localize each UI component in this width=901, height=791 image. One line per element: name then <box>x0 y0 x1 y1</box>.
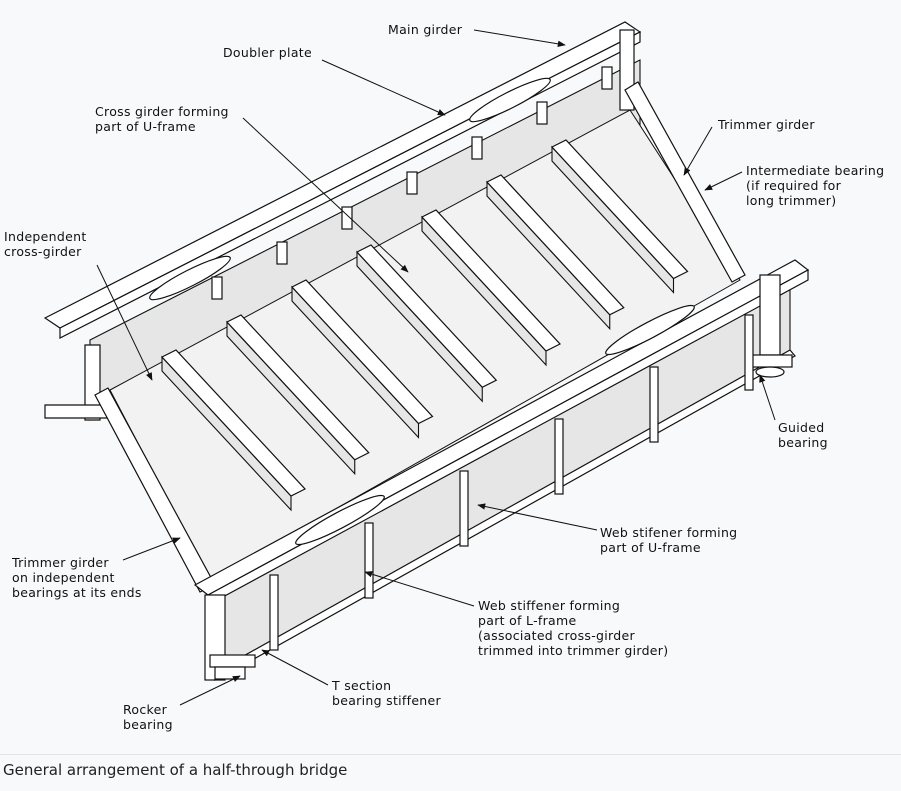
stiffener-bracket <box>406 171 418 195</box>
cross-girder <box>486 174 625 316</box>
cross-girders <box>161 66 689 512</box>
label-line: long trimmer) <box>746 193 837 208</box>
label-line: Web stiffener forming <box>478 598 621 613</box>
label-line: Web stifener forming <box>600 525 738 540</box>
cross-girder <box>161 349 306 497</box>
stiffener-bracket <box>471 136 483 160</box>
leader-lines <box>96 29 776 706</box>
label-line: bearing <box>123 717 173 732</box>
label-line: (if required for <box>746 178 842 193</box>
label-trimmer-girder: Trimmer girder <box>718 117 815 132</box>
stiffener-bracket <box>276 241 288 265</box>
cross-girder <box>291 279 434 425</box>
label-line: bearings at its ends <box>12 585 142 600</box>
label-line: cross-girder <box>4 244 82 259</box>
label-line: part of L-frame <box>478 613 577 628</box>
label-line: (associated cross-girder <box>478 628 635 643</box>
web-stiffener <box>649 366 659 443</box>
label-line: Independent <box>4 229 87 244</box>
caption-divider <box>0 754 901 755</box>
label-line: on independent <box>12 570 115 585</box>
cross-girder <box>356 244 498 388</box>
label-line: part of U-frame <box>600 540 701 555</box>
label-line: T section <box>332 678 392 693</box>
stiffener-bracket <box>341 206 353 230</box>
label-doubler-plate: Doubler plate <box>223 45 312 60</box>
label-line: Guided <box>778 420 825 435</box>
cross-girder <box>551 139 689 280</box>
stiffener-bracket <box>536 101 548 125</box>
label-line: Rocker <box>123 702 168 717</box>
label-line: bearing <box>778 435 828 450</box>
label-line: bearing stiffener <box>332 693 441 708</box>
label-line: Cross girder forming <box>95 104 229 119</box>
near-main-girder <box>193 259 810 681</box>
label-line: part of U-frame <box>95 119 196 134</box>
label-line: Trimmer girder <box>12 555 109 570</box>
label-line: Intermediate bearing <box>746 163 885 178</box>
web-stiffener <box>269 574 279 651</box>
web-stiffener <box>459 470 469 547</box>
trimmer-girder-right <box>624 81 746 283</box>
cross-girder <box>421 209 561 352</box>
web-stiffener <box>744 314 754 391</box>
label-line: trimmed into trimmer girder) <box>478 643 669 658</box>
stiffener-bracket <box>211 276 223 300</box>
bridge-diagram <box>43 21 810 706</box>
web-stiffener <box>554 418 564 495</box>
figure-caption: General arrangement of a half-through br… <box>3 761 348 779</box>
cross-girder <box>226 314 370 461</box>
stiffener-bracket <box>601 66 613 90</box>
label-main-girder: Main girder <box>388 22 463 37</box>
web-stiffener <box>364 522 374 599</box>
